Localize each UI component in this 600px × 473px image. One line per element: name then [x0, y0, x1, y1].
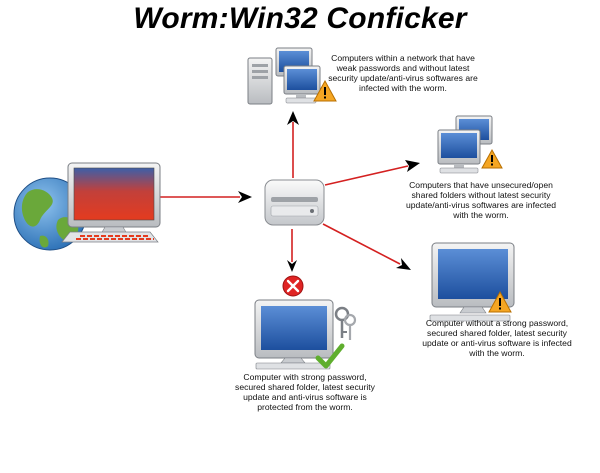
caption-unsecured-folders: Computers that have unsecured/open share…	[406, 180, 556, 220]
arrow-source-to-drive	[160, 191, 252, 203]
arrow-drive-to-unsecured	[324, 160, 420, 186]
network-monitor-front	[283, 65, 321, 104]
caption-protected: Computer with strong password, secured s…	[235, 372, 375, 412]
blocked-x-icon	[282, 275, 304, 297]
keys-icon	[334, 306, 357, 340]
warning-icon	[488, 290, 512, 313]
infected-source-computer	[13, 162, 161, 251]
usb-drive-icon	[264, 179, 325, 226]
infected-monitor	[67, 162, 161, 235]
unsecured-computers-group	[437, 115, 493, 174]
no-password-computer	[429, 242, 515, 322]
tower-case	[247, 57, 273, 105]
unsecured-monitor-front	[437, 129, 481, 174]
caption-no-strong-password: Computer without a strong password, secu…	[422, 318, 572, 358]
infected-keyboard	[61, 231, 159, 243]
arrow-drive-to-network	[287, 111, 299, 178]
arrow-drive-to-no-password	[322, 223, 411, 270]
warning-icon	[481, 148, 503, 169]
protected-computer	[254, 299, 334, 370]
diagram-title: Worm:Win32 Conficker	[133, 2, 467, 35]
caption-network-weak: Computers within a network that have wea…	[328, 53, 478, 93]
warning-icon	[313, 79, 337, 102]
arrow-drive-to-protected	[287, 229, 297, 272]
check-mark-icon	[315, 343, 345, 369]
connector-arrows	[160, 111, 420, 272]
network-computers-group	[247, 47, 321, 105]
